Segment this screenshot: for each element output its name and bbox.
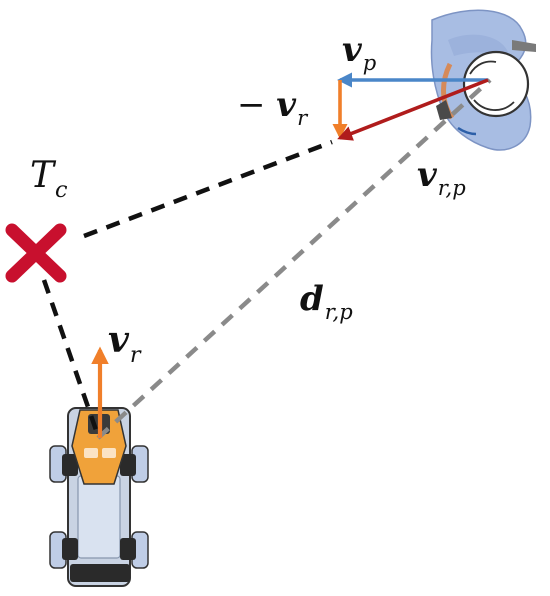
label-target: Tc <box>30 155 68 204</box>
label-person-velocity: vp <box>342 30 377 76</box>
dashed-line-target-to-robot <box>41 279 99 431</box>
dashed-line-robot-to-person <box>96 78 492 440</box>
target-cross-stroke-b <box>5 223 67 283</box>
label-negative-robot-velocity: − vr <box>237 85 308 131</box>
label-robot-velocity: vr <box>108 319 141 369</box>
dashed-line-target-to-relative <box>83 139 333 239</box>
label-relative-distance: dr,p <box>300 279 353 325</box>
label-relative-velocity: vr,p <box>417 155 466 201</box>
quadruped-robot-top-view-icon <box>49 407 149 587</box>
target-cross-icon <box>5 223 67 283</box>
relative-velocity-arrow <box>337 78 489 141</box>
